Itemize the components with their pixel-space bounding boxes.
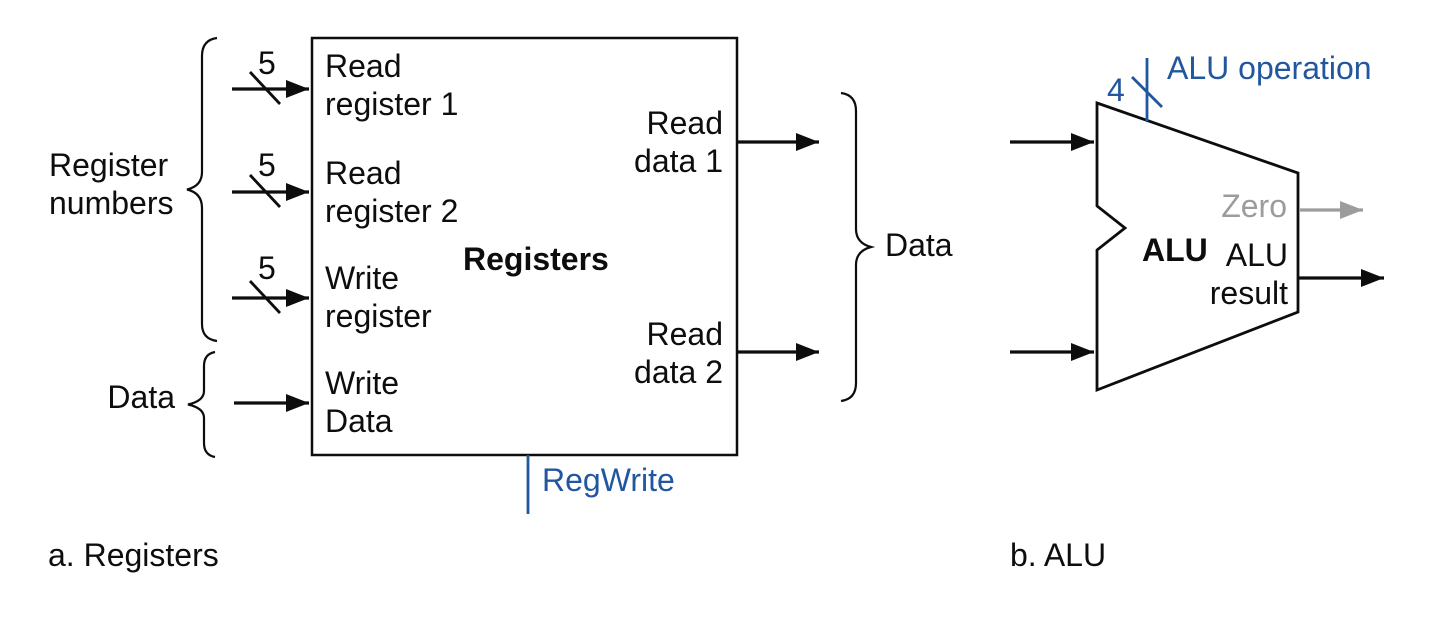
alu-title: ALU [1142, 232, 1208, 268]
alu-shape [1095, 101, 1300, 393]
caption-b: b. ALU [1010, 537, 1107, 573]
alu-operation-bus-width-label: 4 [1107, 72, 1125, 108]
brace-output-data [840, 91, 876, 403]
read-data-1-port-label: Read data 1 [634, 105, 723, 179]
bus-slash-2 [248, 174, 282, 208]
write-data-port-label: Write Data [325, 365, 400, 439]
register-numbers-group-label: Register numbers [49, 147, 174, 221]
bus-width-label-3: 5 [258, 250, 276, 286]
alu-operation-control-label: ALU operation [1167, 50, 1372, 86]
register-file-box [310, 36, 739, 457]
write-register-port-label: Write register [325, 260, 432, 334]
brace-write-data [187, 350, 216, 459]
register-file-title: Registers [463, 241, 609, 277]
regwrite-control-label: RegWrite [542, 462, 675, 498]
bus-width-label-1: 5 [258, 45, 276, 81]
data-input-group-label: Data [107, 379, 175, 415]
bus-width-label-2: 5 [258, 147, 276, 183]
bus-slash-3 [248, 280, 282, 314]
read-register-1-port-label: Read register 1 [325, 48, 459, 122]
read-register-2-port-label: Read register 2 [325, 155, 459, 229]
data-output-group-label: Data [885, 227, 953, 263]
bus-slash-1 [248, 71, 282, 105]
brace-register-numbers [186, 36, 218, 343]
alu-result-output-label: ALU result [1209, 237, 1288, 311]
alu-operation-bus-slash [1131, 76, 1163, 108]
zero-output-label: Zero [1221, 188, 1287, 224]
caption-a: a. Registers [48, 537, 219, 573]
read-data-2-port-label: Read data 2 [634, 316, 723, 390]
